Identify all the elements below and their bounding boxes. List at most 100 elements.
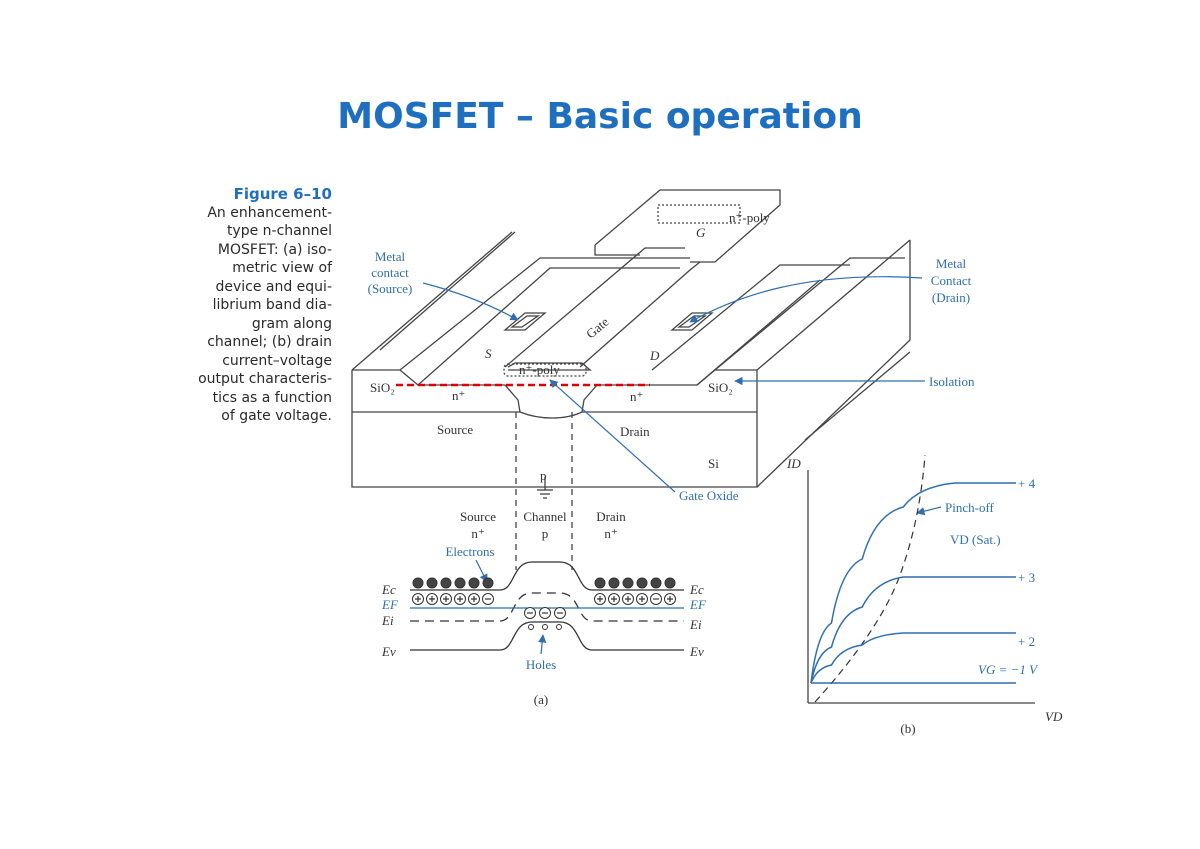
pinch-off-locus	[814, 454, 926, 703]
iv-curve	[810, 576, 1016, 684]
ion-sign	[429, 596, 435, 602]
band-source-type: n⁺	[471, 526, 484, 541]
ion-sign	[667, 596, 673, 602]
holes-label: Holes	[526, 657, 556, 672]
gate-pad-side	[594, 245, 640, 256]
caption-line: An enhancement-	[207, 204, 332, 221]
gate-pad-letter: G	[696, 225, 706, 240]
electron-dot	[622, 577, 634, 589]
holes-arrow	[538, 634, 547, 655]
source-n-label: n⁺	[452, 388, 465, 403]
drain-contact-region	[651, 264, 850, 371]
ion-sign	[597, 596, 603, 602]
electron-dot	[426, 577, 438, 589]
curve-label: VG = −1 V	[978, 662, 1039, 677]
part-a-label: (a)	[534, 692, 548, 707]
iv-chart: ID VD (b) Pinch-off VD (Sat.) + 4 + 3 + …	[786, 454, 1063, 736]
gate-poly-box	[657, 204, 741, 224]
iv-curve	[810, 632, 1016, 684]
gate-oxide-arrow	[549, 379, 676, 493]
electron-dot	[440, 577, 452, 589]
ion-sign	[471, 596, 477, 602]
iv-curves	[810, 482, 1016, 684]
drain-plateau-inner	[696, 279, 821, 386]
caption-line: device and equi-	[215, 278, 332, 295]
substrate-top-edge	[756, 239, 911, 371]
vd-sat-label: VD (Sat.)	[950, 532, 1001, 547]
metal-source-label: Metal	[375, 249, 406, 264]
electron-dot	[608, 577, 620, 589]
caption-line: MOSFET: (a) iso-	[217, 241, 332, 258]
back-edge-left	[351, 231, 513, 371]
gate-right-edge	[579, 261, 701, 368]
drain-n-label: n⁺	[630, 389, 643, 404]
electron-dot	[664, 577, 676, 589]
band-drain-type: n⁺	[604, 526, 617, 541]
hole	[542, 624, 548, 630]
metal-source-label: (Source)	[368, 281, 413, 296]
electron-dot	[468, 577, 480, 589]
electron-dot	[482, 577, 494, 589]
valence-band	[410, 621, 684, 651]
band-charges	[412, 577, 676, 630]
ei-label-right: Ei	[689, 617, 702, 632]
ev-label-left: Ev	[381, 644, 396, 659]
ei-label-left: Ei	[381, 613, 394, 628]
isometric-device	[351, 189, 911, 570]
band-diagram: Source n⁺ Channel p Drain n⁺ Electrons H…	[381, 509, 707, 707]
metal-drain-label: Metal	[936, 256, 967, 271]
source-contact-letter: S	[485, 346, 492, 361]
intrinsic-level	[410, 592, 684, 622]
ion-sign	[611, 596, 617, 602]
isolation-label: Isolation	[929, 374, 975, 389]
electron-dot	[594, 577, 606, 589]
band-source-label: Source	[460, 509, 496, 524]
x-axis-label: VD	[1045, 709, 1063, 724]
hole	[556, 624, 562, 630]
hole	[528, 624, 534, 630]
ion-sign	[639, 596, 645, 602]
ef-label-right: EF	[689, 597, 707, 612]
band-channel-type: p	[542, 526, 549, 541]
drain-plateau-edge	[714, 257, 905, 371]
drain-contact	[670, 312, 714, 331]
ev-label-right: Ev	[689, 644, 704, 659]
ion-sign	[625, 596, 631, 602]
channel-poly-box	[503, 363, 587, 377]
pinch-off-label: Pinch-off	[945, 500, 995, 515]
source-region-label: Source	[437, 422, 473, 437]
gate-left-edge	[504, 247, 685, 368]
curve-label: + 2	[1018, 634, 1035, 649]
metal-source-label: contact	[371, 265, 409, 280]
source-plateau-edge	[399, 257, 690, 371]
page-title: MOSFET – Basic operation	[337, 96, 863, 137]
channel-poly-label: n⁺-poly	[519, 362, 560, 377]
substrate-label: Si	[708, 456, 719, 471]
electron-dot	[636, 577, 648, 589]
p-substrate-label: p	[540, 468, 547, 483]
curve-label: + 4	[1018, 476, 1036, 491]
caption-line: of gate voltage.	[221, 408, 332, 424]
ec-label-right: Ec	[689, 582, 704, 597]
electron-dot	[412, 577, 424, 589]
electron-dot	[650, 577, 662, 589]
ion-sign	[443, 596, 449, 602]
ion-sign	[415, 596, 421, 602]
caption-line: tics as a function	[212, 389, 332, 406]
part-b-label: (b)	[900, 721, 915, 736]
gate-pad	[594, 189, 781, 263]
gate-oxide-label: Gate Oxide	[679, 488, 739, 503]
caption-line: gram along	[251, 315, 332, 332]
source-plateau-inner	[417, 267, 680, 386]
ef-label-left: EF	[381, 597, 399, 612]
leader-lines	[422, 276, 925, 493]
electrons-label: Electrons	[445, 544, 494, 559]
metal-drain-label: (Drain)	[932, 290, 970, 305]
figure-caption: Figure 6–10 An enhancement- type n-chann…	[170, 185, 332, 426]
metal-source-arrow	[422, 282, 519, 321]
drain-region-label: Drain	[620, 424, 650, 439]
band-channel-label: Channel	[523, 509, 567, 524]
channel-surface	[519, 411, 583, 419]
ec-label-left: Ec	[381, 582, 396, 597]
gate-pad-label: n⁺-poly	[729, 210, 770, 225]
